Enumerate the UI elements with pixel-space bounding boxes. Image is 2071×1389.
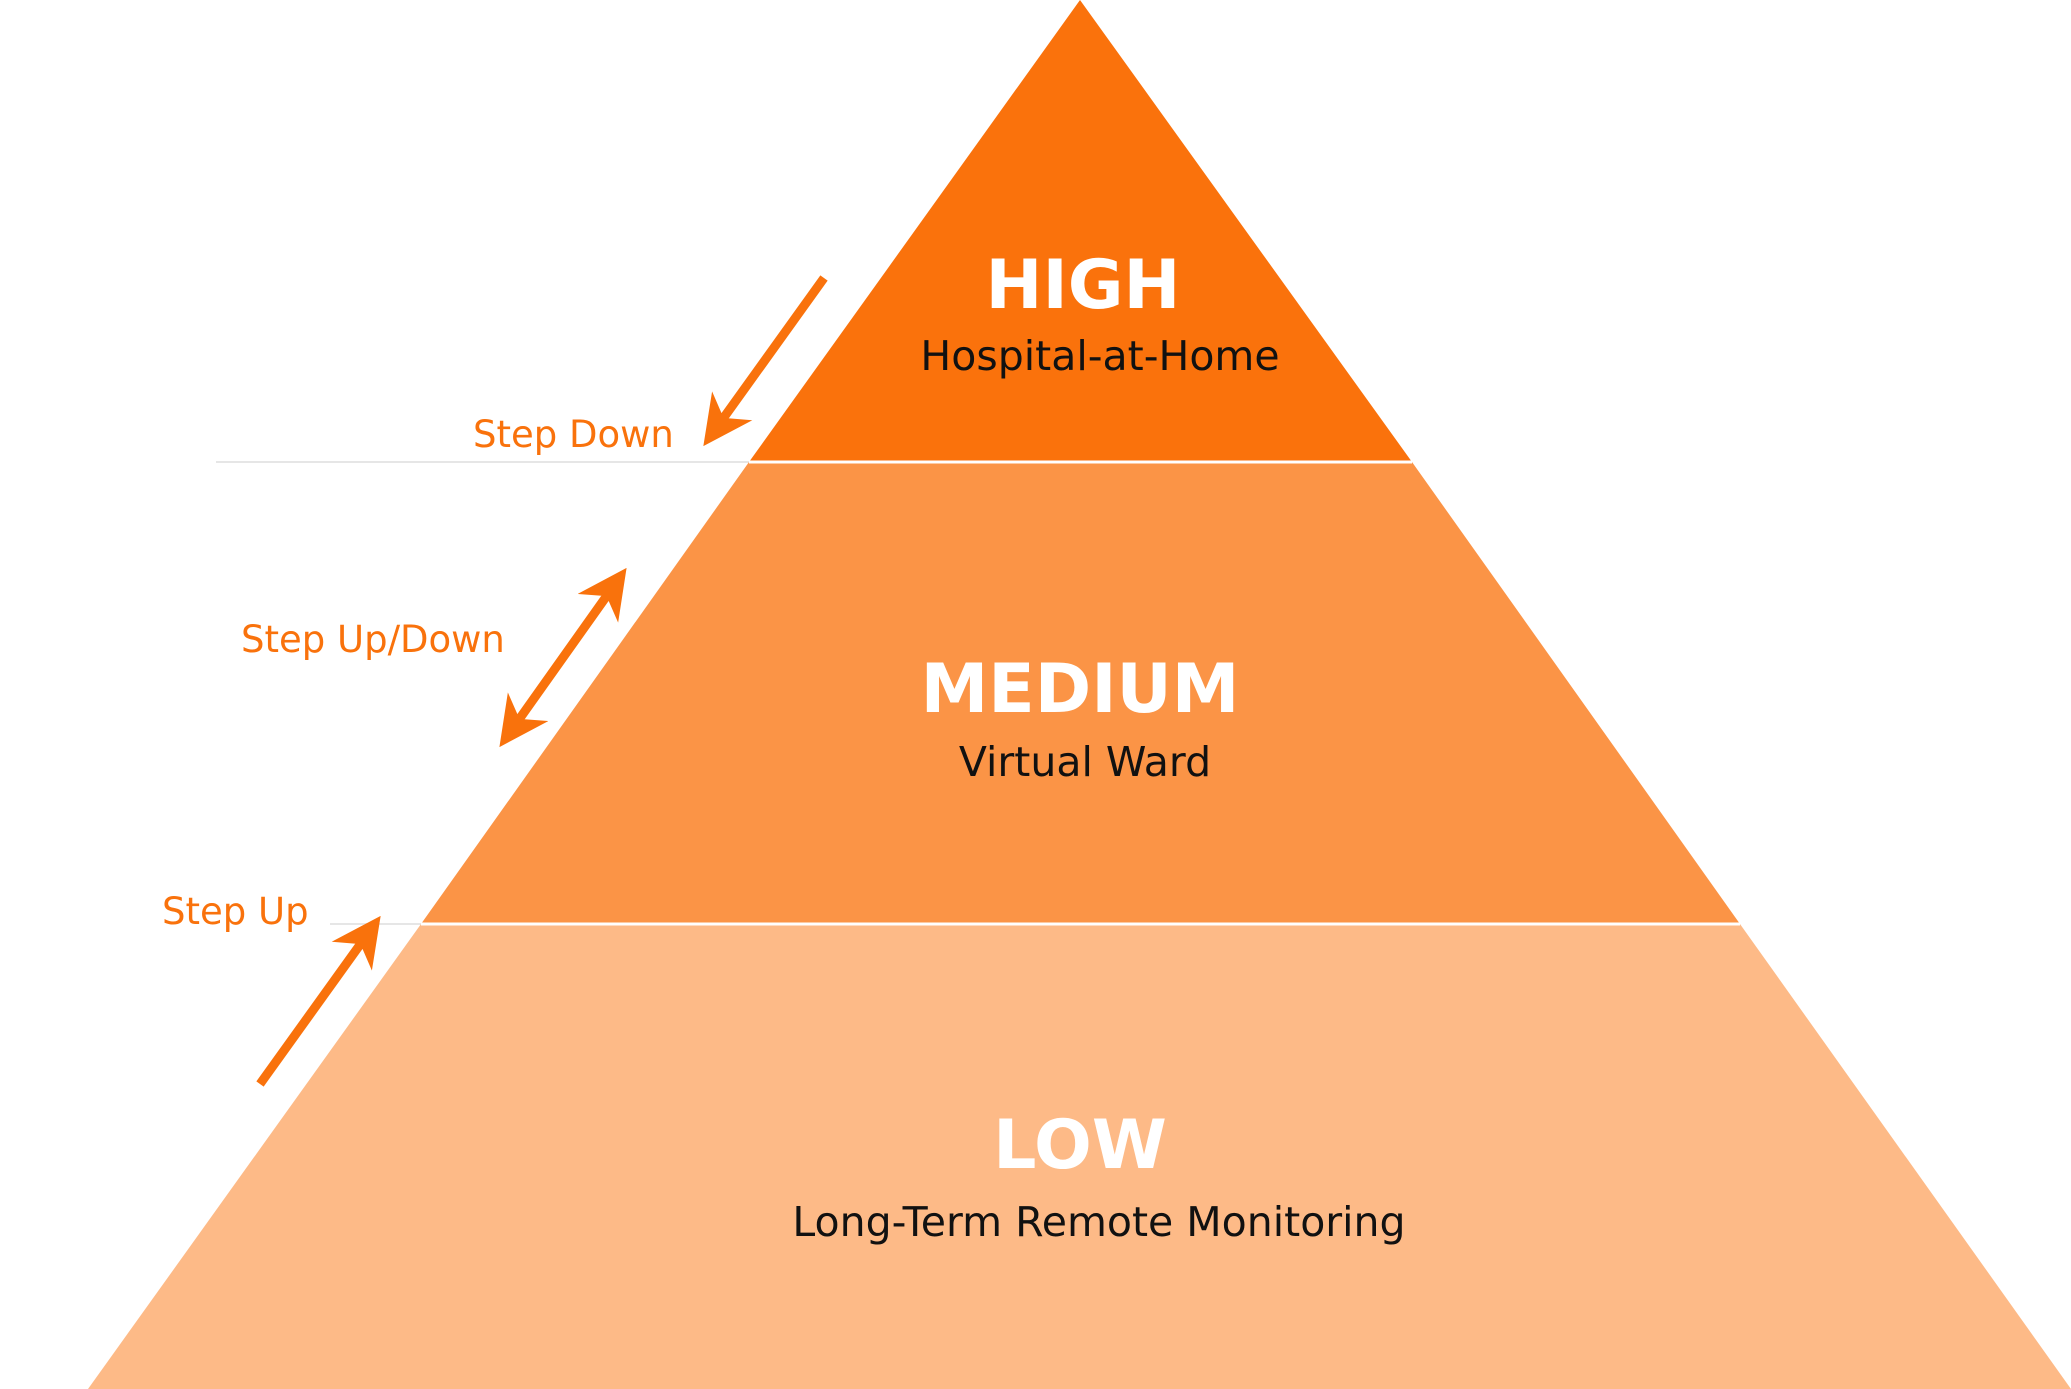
tier-high-subtitle: Hospital-at-Home (920, 332, 1279, 380)
step-up-arrow-icon (256, 915, 381, 1087)
tier-low-subtitle: Long-Term Remote Monitoring (792, 1198, 1405, 1246)
tier-medium-subtitle: Virtual Ward (959, 738, 1211, 786)
tier-high-title: HIGH (986, 246, 1181, 325)
tier-medium-shape (421, 462, 1740, 924)
tier-low-shape (88, 924, 2071, 1389)
tier-low-title: LOW (993, 1106, 1167, 1185)
tier-high-shape (749, 0, 1412, 462)
step-up-down-label: Step Up/Down (241, 618, 505, 661)
step-down-label: Step Down (473, 413, 674, 456)
step-up-down-arrow-icon (499, 567, 627, 748)
tier-medium-title: MEDIUM (921, 650, 1240, 729)
step-up-label: Step Up (162, 890, 309, 933)
step-down-arrow-icon (703, 275, 828, 447)
